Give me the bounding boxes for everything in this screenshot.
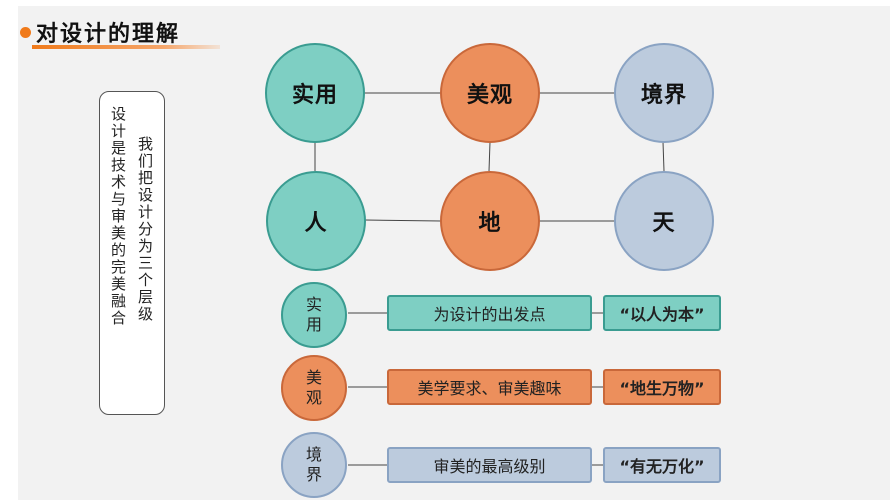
level-desc-meiguan: 美学要求、审美趣味 [387, 369, 592, 405]
connector-line [364, 219, 442, 222]
node-shiyong: 实用 [265, 43, 365, 143]
connector-line [662, 141, 665, 172]
node-jingjie: 境界 [614, 43, 714, 143]
level-quote-shiyong: “以人为本” [603, 295, 721, 331]
level-circle-shiyong: 实 用 [281, 282, 347, 348]
vertical-text-col-1: 设计是技术与审美的完美融合 [109, 106, 127, 327]
title-underline [32, 45, 220, 49]
level-label-line1: 实 [305, 295, 322, 314]
level-label-line2: 观 [305, 388, 322, 407]
level-label-line2: 用 [305, 315, 322, 334]
level-desc-shiyong: 为设计的出发点 [387, 295, 592, 331]
node-tian: 天 [614, 171, 714, 271]
node-di: 地 [440, 171, 540, 271]
level-circle-jingjie: 境 界 [281, 432, 347, 498]
page-title: 对设计的理解 [36, 22, 181, 47]
node-ren: 人 [266, 171, 366, 271]
vertical-text-box: 设计是技术与审美的完美融合 我们把设计分为三个层级 [99, 91, 165, 415]
vertical-text-col-2: 我们把设计分为三个层级 [136, 136, 154, 323]
level-label-line1: 境 [305, 445, 322, 464]
level-circle-meiguan: 美 观 [281, 355, 347, 421]
level-quote-meiguan: “地生万物” [603, 369, 721, 405]
bullet-dot-icon [20, 27, 31, 38]
level-desc-jingjie: 审美的最高级别 [387, 447, 592, 483]
connector-line [488, 141, 491, 172]
node-meiguan: 美观 [440, 43, 540, 143]
level-label-line2: 界 [305, 465, 322, 484]
level-label-line1: 美 [305, 368, 322, 387]
level-quote-jingjie: “有无万化” [603, 447, 721, 483]
